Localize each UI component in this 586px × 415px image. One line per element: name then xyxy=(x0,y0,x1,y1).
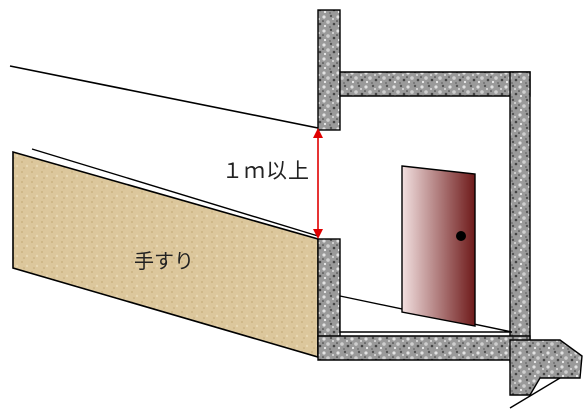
handrail-top-line xyxy=(31,148,319,237)
height-dimension-label: １ｍ以上 xyxy=(222,159,310,183)
door xyxy=(401,165,476,327)
right-wall xyxy=(509,71,531,363)
handrail-label: 手すり xyxy=(134,249,194,273)
upper-wall-column xyxy=(317,9,341,131)
floor-slab xyxy=(317,335,531,361)
door-knob xyxy=(456,231,466,241)
roof-slab xyxy=(339,71,531,97)
upper-slope-line xyxy=(9,65,319,129)
foundation-edge-line xyxy=(509,377,561,409)
dimension-arrowhead-top xyxy=(313,128,323,138)
dimension-arrowhead-bottom xyxy=(313,229,323,239)
